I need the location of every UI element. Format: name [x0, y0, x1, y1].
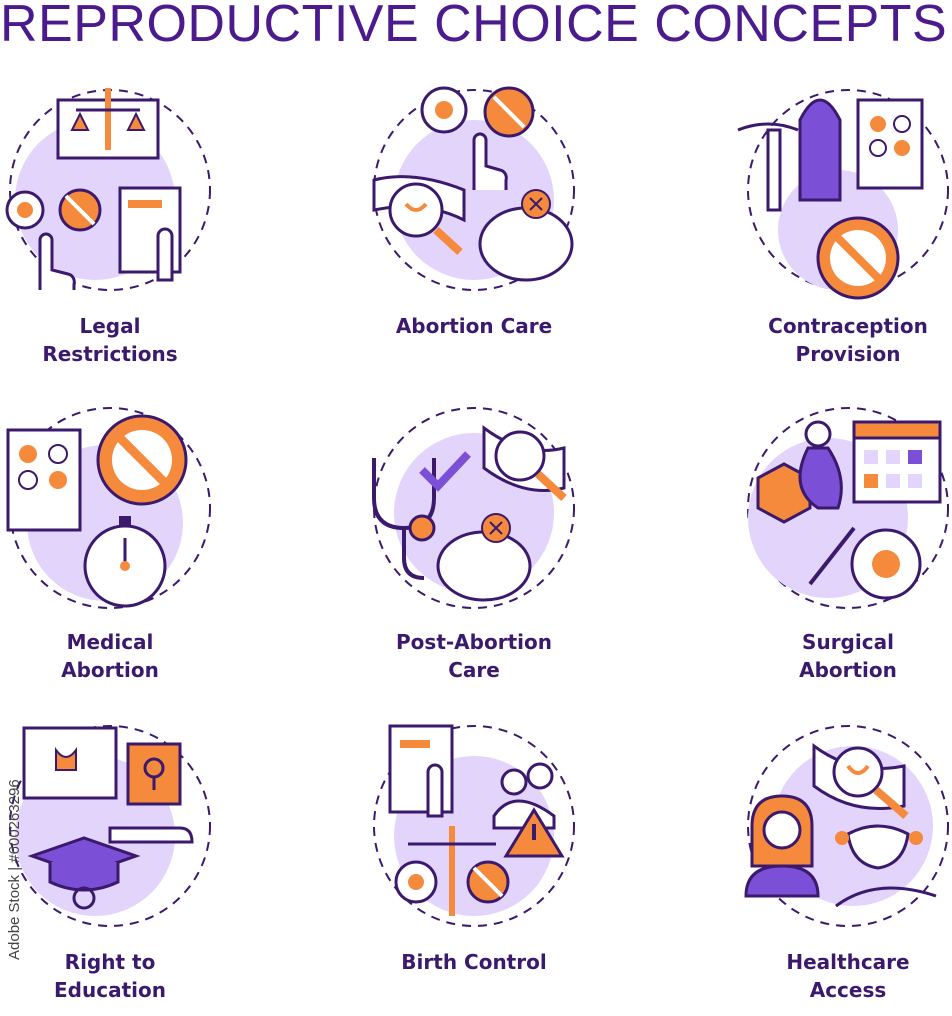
post-abortion-care-icon [372, 407, 575, 609]
concept-label: Abortion Care [344, 312, 604, 340]
concept-label-line2: Education [54, 978, 166, 1002]
concept-label-line2: Abortion [61, 658, 159, 682]
concept-label-line2: Abortion [799, 658, 897, 682]
page-title: REPRODUCTIVE CHOICE CONCEPTS [0, 0, 948, 53]
concept-label: Healthcare Access [718, 948, 952, 1004]
legal-restrictions-icon [5, 88, 211, 291]
concept-healthcare-access: Healthcare Access [718, 716, 952, 1016]
concept-label-line1: Abortion Care [395, 314, 553, 338]
concept-right-to-education: Right to Education [0, 716, 240, 1016]
concept-label-line2: Access [809, 978, 887, 1002]
abortion-care-icon [372, 86, 575, 291]
concept-label-line1: Healthcare [786, 950, 910, 974]
concept-label-line1: Post-Abortion [396, 630, 552, 654]
concept-label: Post-Abortion Care [344, 628, 604, 684]
concept-birth-control: Birth Control [344, 716, 604, 1016]
concept-label-line1: Right to [64, 950, 156, 974]
concept-label-line1: Medical [66, 630, 154, 654]
concept-label-line2: Restrictions [42, 342, 178, 366]
concept-label-line2: Provision [795, 342, 901, 366]
concept-label: Medical Abortion [0, 628, 240, 684]
concept-post-abortion-care: Post-Abortion Care [344, 398, 604, 698]
birth-control-icon [373, 724, 575, 927]
healthcare-access-icon [744, 725, 949, 927]
concept-label-line1: Birth Control [401, 950, 547, 974]
concept-label-line1: Contraception [768, 314, 928, 338]
concept-label-line1: Legal [79, 314, 141, 338]
concept-surgical-abortion: Surgical Abortion [718, 398, 952, 698]
concept-medical-abortion: Medical Abortion [0, 398, 240, 698]
stock-id-watermark: Adobe Stock | #600263296 [6, 779, 23, 960]
contraception-provision-icon [737, 89, 949, 300]
medical-abortion-icon [6, 407, 211, 609]
concept-legal-restrictions: Legal Restrictions [0, 80, 240, 380]
surgical-abortion-icon [747, 407, 949, 609]
concept-label-line2: Care [448, 658, 500, 682]
concept-label: Surgical Abortion [718, 628, 952, 684]
concept-label: Contraception Provision [718, 312, 952, 368]
concept-label: Birth Control [344, 948, 604, 976]
concept-label-line1: Surgical [802, 630, 894, 654]
right-to-education-icon [9, 725, 211, 927]
concept-abortion-care: Abortion Care [344, 80, 604, 380]
concept-label: Legal Restrictions [0, 312, 240, 368]
concept-contraception-provision: Contraception Provision [718, 80, 952, 380]
concept-label: Right to Education [0, 948, 240, 1004]
